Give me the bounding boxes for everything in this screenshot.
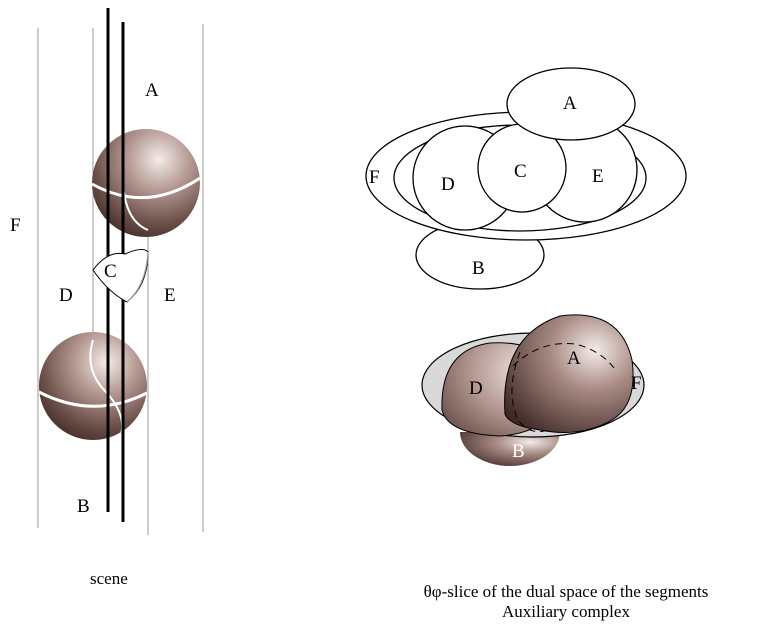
dual-label-f: F bbox=[369, 167, 380, 188]
complex-dome-a bbox=[504, 314, 634, 433]
caption-line-2: Auxiliary complex bbox=[502, 602, 630, 621]
dual-label-e: E bbox=[592, 166, 604, 187]
complex-label-f: F bbox=[631, 373, 642, 394]
complex-label-b: B bbox=[512, 441, 525, 462]
auxiliary-complex bbox=[421, 314, 645, 466]
dual-space-labels: A B C D E F bbox=[369, 93, 604, 279]
complex-label-a: A bbox=[567, 348, 581, 369]
bottom-sphere-equator bbox=[38, 390, 148, 408]
scene-label-d: D bbox=[59, 285, 73, 306]
scene-panel: A B C D E F scene bbox=[10, 8, 204, 588]
top-sphere-seam bbox=[123, 191, 149, 231]
scene-caption: scene bbox=[90, 569, 128, 588]
scene-label-c: C bbox=[104, 261, 117, 282]
dual-label-c: C bbox=[514, 161, 527, 182]
scene-label-f: F bbox=[10, 215, 21, 236]
complex-dome-b bbox=[460, 432, 560, 466]
dual-label-d: D bbox=[441, 174, 455, 195]
complex-label-d: D bbox=[469, 378, 483, 399]
dual-label-a: A bbox=[563, 93, 577, 114]
complex-dashed-arc-top bbox=[512, 342, 615, 369]
scene-label-b: B bbox=[77, 496, 90, 517]
top-sphere-equator bbox=[91, 176, 201, 200]
region-a bbox=[506, 67, 636, 141]
bottom-sphere bbox=[39, 332, 147, 440]
dual-space-diagram bbox=[365, 67, 687, 290]
cell-c-gray-edge bbox=[126, 251, 149, 303]
cell-c-label-bg bbox=[103, 260, 121, 280]
scene-label-e: E bbox=[164, 285, 176, 306]
dual-label-b: B bbox=[472, 258, 485, 279]
complex-labels: A B D F bbox=[469, 348, 642, 462]
caption-line-1: θφ-slice of the dual space of the segmen… bbox=[424, 582, 709, 601]
scene-label-a: A bbox=[145, 80, 159, 101]
top-sphere bbox=[92, 129, 200, 237]
